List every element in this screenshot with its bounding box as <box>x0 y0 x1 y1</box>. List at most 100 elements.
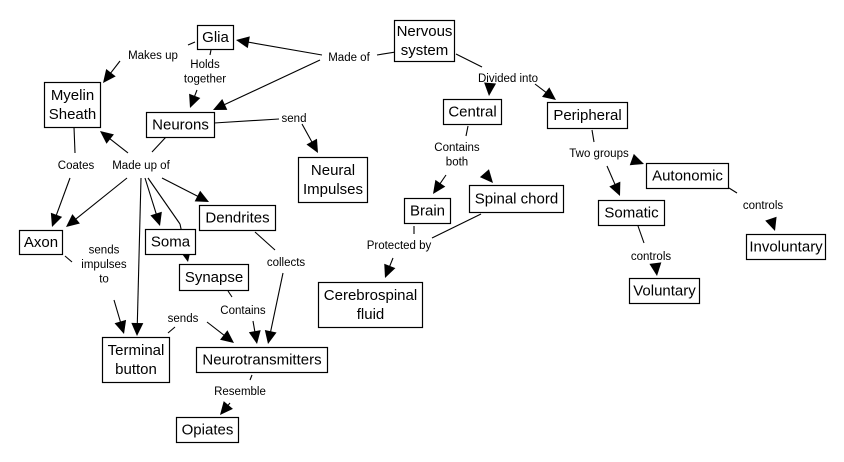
arrowhead-icon <box>384 263 396 278</box>
concept-node-voluntary[interactable]: Voluntary <box>628 277 701 305</box>
connector-line <box>113 299 122 325</box>
connector-line <box>245 41 323 56</box>
concept-node-opiates[interactable]: Opiates <box>175 416 240 444</box>
concept-node-peripheral[interactable]: Peripheral <box>546 101 629 130</box>
link-label: sends <box>89 245 120 257</box>
concept-node-axon[interactable]: Axon <box>18 229 64 256</box>
arrowhead-icon <box>66 214 80 227</box>
link-label: Makes up <box>128 50 178 62</box>
edges-layer <box>50 36 777 415</box>
connector-line <box>591 129 595 143</box>
concept-node-neurons[interactable]: Neurons <box>145 111 216 139</box>
link-phrase-two-groups[interactable]: Two groups <box>569 148 629 160</box>
node-label: Axon <box>24 234 58 251</box>
arrowhead-icon <box>100 131 114 144</box>
arrowhead-icon <box>479 169 493 183</box>
node-box <box>442 98 503 126</box>
connector-line <box>254 231 276 251</box>
link-phrase-controls-somatic[interactable]: controls <box>631 251 672 263</box>
link-phrase-coates[interactable]: Coates <box>58 160 95 172</box>
arrowhead-icon <box>194 190 209 202</box>
connector-line <box>151 136 167 153</box>
link-label: Holds <box>190 59 220 71</box>
link-phrase-makes-up[interactable]: Makes up <box>128 50 178 62</box>
link-label: sends <box>168 313 199 325</box>
arrowhead-icon <box>248 330 261 344</box>
connector-line <box>269 272 284 335</box>
connector-line <box>136 177 142 327</box>
connector-line <box>637 225 645 244</box>
node-box <box>198 204 277 232</box>
link-phrase-collects[interactable]: collects <box>267 257 306 269</box>
node-label: Involuntary <box>749 239 823 256</box>
link-label: Contains <box>220 305 266 317</box>
arrowhead-icon <box>609 181 621 196</box>
node-label: Dendrites <box>205 210 269 227</box>
concept-node-soma[interactable]: Soma <box>144 228 197 256</box>
node-label: Spinal chord <box>475 191 558 208</box>
link-phrase-controls-autonomic[interactable]: controls <box>743 200 784 212</box>
arrowhead-icon <box>131 322 144 336</box>
concept-node-involuntary[interactable]: Involuntary <box>745 233 827 261</box>
link-phrase-holds-together[interactable]: Holds together <box>184 59 226 86</box>
link-phrase-resemble[interactable]: Resemble <box>214 386 266 398</box>
concept-node-brain[interactable]: Brain <box>403 197 452 225</box>
concept-node-autonomic[interactable]: Autonomic <box>645 162 730 190</box>
connector-line <box>221 59 321 107</box>
node-label: Impulses <box>303 181 363 198</box>
node-box <box>175 416 240 444</box>
arrowhead-icon <box>236 36 250 49</box>
concept-node-neurotransmitters[interactable]: Neurotransmitters <box>195 346 329 374</box>
arrowhead-icon <box>150 211 162 226</box>
concept-node-spinal-chord[interactable]: Spinal chord <box>468 184 565 214</box>
connector-line <box>73 177 128 222</box>
connector-line <box>187 41 196 46</box>
concept-node-somatic[interactable]: Somatic <box>597 199 666 227</box>
connector-line <box>606 165 617 188</box>
link-label: controls <box>631 251 672 263</box>
link-phrase-made-up-of[interactable]: Made up of <box>112 160 170 172</box>
concept-node-dendrites[interactable]: Dendrites <box>198 204 277 232</box>
link-phrase-sends[interactable]: sends <box>168 313 199 325</box>
link-phrase-made-of[interactable]: Made of <box>328 52 370 64</box>
concept-node-synapse[interactable]: Synapse <box>178 263 250 292</box>
link-phrase-divided-into[interactable]: Divided into <box>478 73 538 85</box>
arrowhead-icon <box>484 82 497 96</box>
node-box <box>145 111 216 139</box>
link-label: Divided into <box>478 73 538 85</box>
connector-line <box>206 321 227 338</box>
link-label: controls <box>743 200 784 212</box>
node-label: Autonomic <box>652 168 723 185</box>
link-label: Coates <box>58 160 95 172</box>
connector-line <box>147 177 181 225</box>
arrowhead-icon <box>220 401 233 415</box>
link-label: together <box>184 73 226 85</box>
connector-line <box>73 126 76 154</box>
node-box <box>645 162 730 190</box>
node-box <box>546 101 629 130</box>
concept-node-glia[interactable]: Glia <box>196 24 235 51</box>
concept-node-central[interactable]: Central <box>442 98 503 126</box>
arrowhead-icon <box>220 330 234 343</box>
link-phrase-send[interactable]: send <box>282 113 307 125</box>
connector-line <box>455 53 483 68</box>
link-label: to <box>99 274 109 286</box>
arrowhead-icon <box>765 216 777 231</box>
link-label: Contains <box>434 142 480 154</box>
link-phrase-contains[interactable]: Contains <box>220 305 266 317</box>
arrowhead-icon <box>264 330 277 344</box>
arrowhead-icon <box>433 179 446 194</box>
link-phrase-protected-by[interactable]: Protected by <box>367 240 432 252</box>
connector-line <box>107 136 129 154</box>
node-label: Soma <box>151 234 191 251</box>
node-label: Somatic <box>604 205 659 222</box>
